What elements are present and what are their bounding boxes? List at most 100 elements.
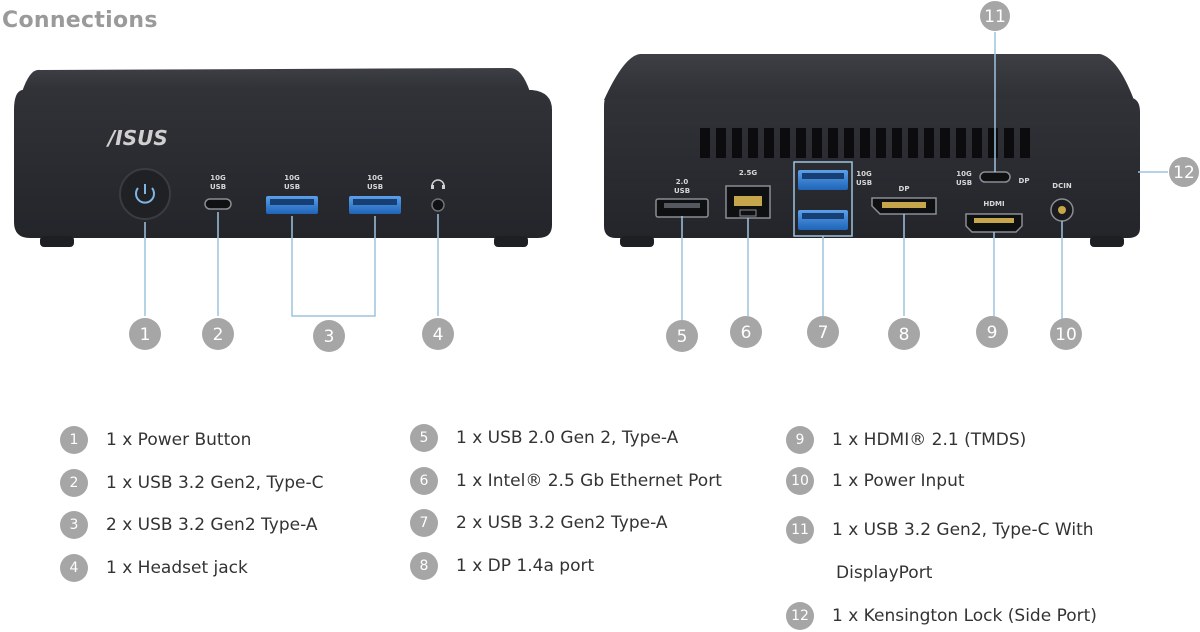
connections-diagram: /ISUS 10G USB 10G USB 10G USB (14, 1, 1199, 352)
legend-label: 1 x DP 1.4a port (456, 556, 595, 576)
svg-text:USB: USB (367, 183, 383, 191)
hdmi-port[interactable]: HDMI (965, 200, 1023, 233)
legend-number: 5 (410, 424, 438, 452)
svg-text:10G: 10G (210, 174, 226, 182)
legend-number: 1 (60, 426, 88, 454)
legend-label: 1 x Intel® 2.5 Gb Ethernet Port (456, 471, 722, 491)
front-usb-a-port-2[interactable]: 10G USB (349, 174, 401, 214)
callout-4: 4 (422, 318, 454, 350)
svg-text:10: 10 (1055, 325, 1077, 345)
legend-label: 1 x USB 2.0 Gen 2, Type-A (456, 428, 679, 448)
legend-item-2: 2 1 x USB 3.2 Gen2, Type-C (60, 468, 324, 498)
callout-1: 1 (129, 318, 161, 350)
svg-text:USB: USB (674, 187, 690, 195)
legend-item-3: 3 2 x USB 3.2 Gen2 Type-A (60, 510, 318, 540)
svg-text:USB: USB (284, 183, 300, 191)
legend-item-6: 6 1 x Intel® 2.5 Gb Ethernet Port (410, 466, 722, 496)
legend-item-1: 1 1 x Power Button (60, 425, 251, 455)
callout-12: 12 (1169, 157, 1199, 187)
legend-label: 1 x Headset jack (106, 558, 248, 578)
legend-item-11: 11 1 x USB 3.2 Gen2, Type-C With (786, 515, 1094, 545)
legend-item-10: 10 1 x Power Input (786, 466, 965, 496)
legend-label: 1 x USB 3.2 Gen2, Type-C With (832, 520, 1094, 540)
svg-text:1: 1 (140, 325, 151, 345)
displayport-port[interactable]: DP (871, 185, 937, 215)
legend-number: 12 (786, 602, 814, 630)
legend-item-11-continuation: DisplayPort (836, 563, 933, 583)
rear-device: 2.0 USB 2.5G 10G USB DP (604, 54, 1140, 247)
svg-text:10G: 10G (284, 174, 300, 182)
svg-text:11: 11 (984, 7, 1006, 27)
svg-text:2.5G: 2.5G (739, 169, 757, 177)
callout-circles: 1 2 3 4 5 6 7 8 9 10 11 12 (129, 1, 1199, 352)
callout-6: 6 (730, 316, 762, 348)
legend-label: 2 x USB 3.2 Gen2 Type-A (106, 515, 318, 535)
callout-11: 11 (980, 1, 1010, 31)
legend-number: 4 (60, 554, 88, 582)
svg-text:DP: DP (1019, 177, 1030, 185)
callout-5: 5 (666, 320, 698, 352)
vent-grille (700, 128, 1030, 158)
svg-text:HDMI: HDMI (983, 200, 1004, 208)
svg-text:10G: 10G (956, 170, 972, 178)
svg-text:USB: USB (956, 179, 972, 187)
legend-item-12: 12 1 x Kensington Lock (Side Port) (786, 601, 1097, 631)
headset-icon (431, 179, 445, 189)
legend-label: 1 x HDMI® 2.1 (TMDS) (832, 430, 1027, 450)
legend-number: 10 (786, 467, 814, 495)
legend-item-5: 5 1 x USB 2.0 Gen 2, Type-A (410, 423, 678, 453)
legend-label: 1 x USB 3.2 Gen2, Type-C (106, 473, 324, 493)
legend-item-7: 7 2 x USB 3.2 Gen2 Type-A (410, 508, 668, 538)
callout-10: 10 (1050, 318, 1082, 350)
legend-number: 8 (410, 552, 438, 580)
legend-label: 1 x Kensington Lock (Side Port) (832, 606, 1097, 626)
legend-item-9: 9 1 x HDMI® 2.1 (TMDS) (786, 425, 1026, 455)
front-usb-c-port[interactable]: 10G USB (204, 174, 232, 210)
front-device: /ISUS 10G USB 10G USB 10G USB (14, 68, 552, 247)
svg-text:10G: 10G (367, 174, 383, 182)
rear-leader-lines (681, 32, 1168, 320)
svg-text:9: 9 (987, 323, 998, 343)
svg-text:2: 2 (213, 325, 224, 345)
svg-text:6: 6 (741, 323, 752, 343)
svg-text:DP: DP (899, 185, 910, 193)
svg-text:10G: 10G (856, 170, 872, 178)
legend-label: 2 x USB 3.2 Gen2 Type-A (456, 513, 668, 533)
svg-text:DCIN: DCIN (1052, 182, 1072, 190)
rear-usb-c-dp-port[interactable]: 10G USB DP (956, 170, 1030, 187)
svg-text:USB: USB (210, 183, 226, 191)
legend-number: 2 (60, 469, 88, 497)
rear-usb-a-ports[interactable]: 10G USB (793, 161, 872, 237)
legend-number: 3 (60, 511, 88, 539)
legend-label: 1 x Power Button (106, 430, 252, 450)
legend-item-4: 4 1 x Headset jack (60, 553, 248, 583)
callout-2: 2 (202, 318, 234, 350)
svg-text:8: 8 (899, 325, 910, 345)
svg-text:3: 3 (324, 327, 335, 347)
callout-7: 7 (807, 316, 839, 348)
dc-power-input[interactable]: DCIN (1050, 182, 1074, 222)
front-leader-lines (144, 212, 439, 317)
svg-text:2.0: 2.0 (676, 178, 689, 186)
legend-number: 11 (786, 516, 814, 544)
power-button[interactable] (119, 168, 171, 220)
svg-text:4: 4 (433, 325, 444, 345)
legend-number: 6 (410, 467, 438, 495)
legend-item-8: 8 1 x DP 1.4a port (410, 551, 594, 581)
svg-text:12: 12 (1173, 163, 1195, 183)
svg-text:7: 7 (818, 323, 829, 343)
legend-number: 9 (786, 426, 814, 454)
callout-9: 9 (976, 316, 1008, 348)
ethernet-port[interactable]: 2.5G (725, 169, 771, 219)
callout-8: 8 (888, 318, 920, 350)
svg-text:5: 5 (677, 327, 688, 347)
brand-logo: /ISUS (106, 126, 168, 150)
svg-text:USB: USB (856, 179, 872, 187)
callout-3: 3 (313, 320, 345, 352)
legend-number: 7 (410, 509, 438, 537)
legend-label: 1 x Power Input (832, 471, 965, 491)
front-usb-a-port-1[interactable]: 10G USB (266, 174, 318, 214)
headset-jack[interactable] (431, 179, 445, 212)
page-title: Connections (2, 8, 158, 33)
rear-usb-2-port[interactable]: 2.0 USB (655, 178, 709, 218)
